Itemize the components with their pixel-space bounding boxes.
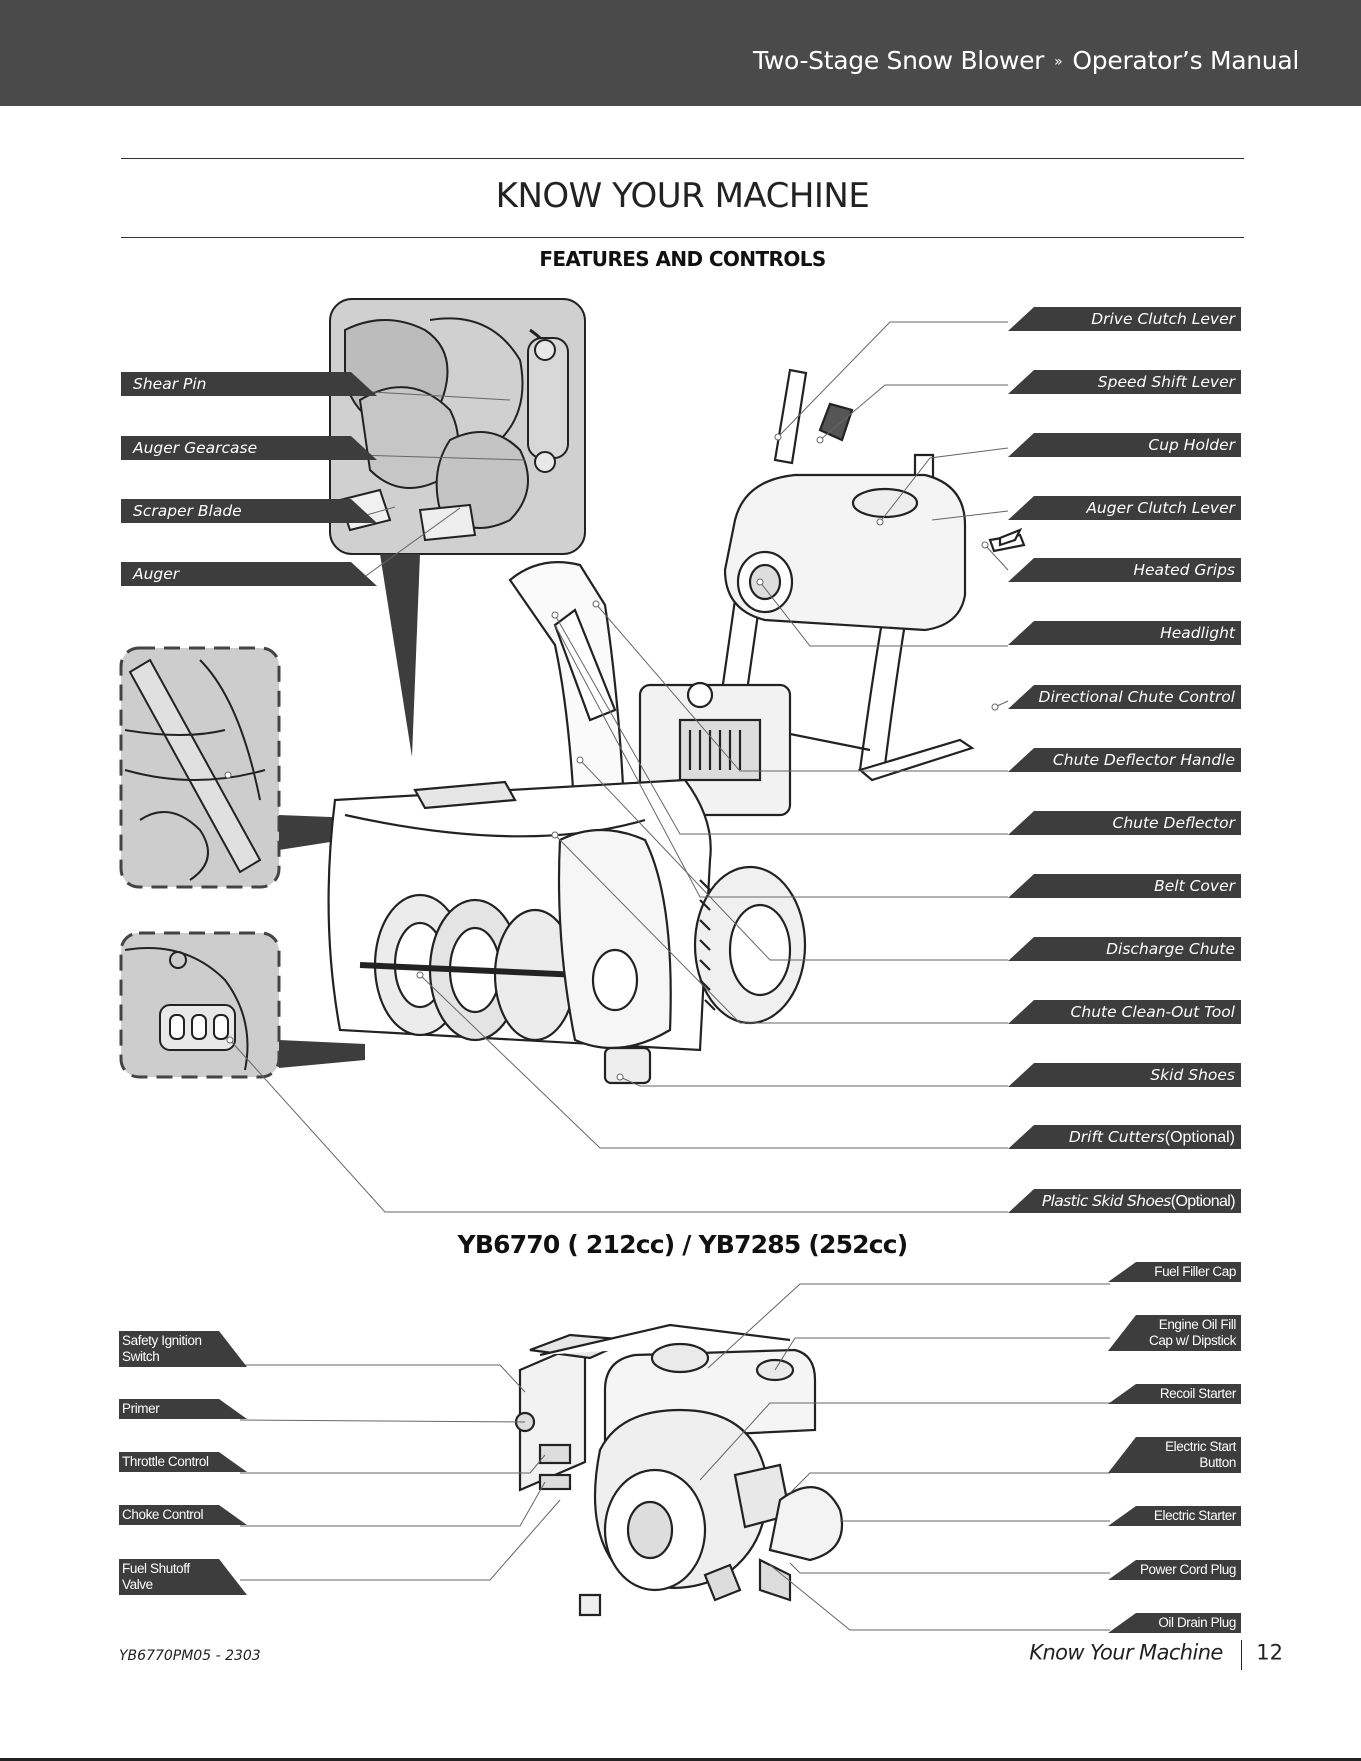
engine-label-primer: Primer	[119, 1399, 247, 1419]
subsection-title: FEATURES AND CONTROLS	[539, 247, 826, 271]
label-chute-deflector: Chute Deflector	[1008, 811, 1241, 835]
engine-label-safety-ignition-line2: Switch	[122, 1349, 160, 1364]
engine-label-fuel-filler-cap: Fuel Filler Cap	[1108, 1262, 1241, 1282]
label-auger: Auger	[121, 562, 377, 586]
label-plastic-skid-shoes-optional: (Optional)	[1170, 1193, 1236, 1210]
label-drift-cutters-optional: (Optional)	[1164, 1129, 1235, 1146]
label-skid-shoes: Skid Shoes	[1008, 1063, 1241, 1087]
label-heated-grips: Heated Grips	[1008, 558, 1241, 582]
label-drive-clutch-lever: Drive Clutch Lever	[1008, 307, 1241, 331]
page-number: 12	[1256, 1640, 1283, 1665]
label-auger-clutch-lever: Auger Clutch Lever	[1008, 496, 1241, 520]
footer-section-name: Know Your Machine	[1029, 1640, 1223, 1665]
footer-section: Know Your Machine 12	[1029, 1640, 1283, 1670]
engine-label-safety-ignition-line1: Safety Ignition	[122, 1333, 202, 1348]
section-rule	[121, 237, 1244, 238]
engine-label-choke-control: Choke Control	[119, 1505, 247, 1525]
header-product: Two-Stage Snow Blower	[753, 46, 1045, 75]
top-rule	[121, 158, 1244, 159]
engine-label-safety-ignition-switch: Safety Ignition Switch	[119, 1331, 247, 1367]
label-directional-chute-control: Directional Chute Control	[1008, 685, 1241, 709]
header-bar: Two-Stage Snow Blower » Operator’s Manual	[0, 0, 1361, 106]
engine-label-throttle-control: Throttle Control	[119, 1452, 247, 1472]
label-drift-cutters-text: Drift Cutters	[1068, 1128, 1165, 1146]
inset-pointer	[380, 554, 420, 757]
label-shear-pin: Shear Pin	[121, 372, 377, 396]
engine-label-electric-starter: Electric Starter	[1108, 1506, 1241, 1526]
engine-label-electric-start-line1: Electric Start	[1165, 1439, 1236, 1454]
label-plastic-skid-shoes: Plastic Skid Shoes(Optional)	[1008, 1189, 1241, 1213]
section-title: KNOW YOUR MACHINE	[495, 176, 870, 216]
engine-label-electric-start-button: Electric Start Button	[1108, 1437, 1241, 1473]
label-belt-cover: Belt Cover	[1008, 874, 1241, 898]
label-speed-shift-lever: Speed Shift Lever	[1008, 370, 1241, 394]
label-cup-holder: Cup Holder	[1008, 433, 1241, 457]
header-title: Two-Stage Snow Blower » Operator’s Manual	[753, 46, 1299, 75]
footer-doc-code: YB6770PM05 - 2303	[119, 1648, 261, 1664]
engine-label-oil-fill-line1: Engine Oil Fill	[1158, 1317, 1237, 1332]
engine-label-oil-drain-plug: Oil Drain Plug	[1108, 1613, 1241, 1633]
footer-divider	[1240, 1640, 1243, 1670]
label-discharge-chute: Discharge Chute	[1008, 937, 1241, 961]
engine-label-fuel-shutoff-valve: Fuel Shutoff Valve	[119, 1559, 247, 1595]
label-chute-clean-out-tool: Chute Clean-Out Tool	[1008, 1000, 1241, 1024]
label-scraper-blade: Scraper Blade	[121, 499, 377, 523]
header-manual: Operator’s Manual	[1072, 46, 1299, 75]
bottom-edge	[0, 1758, 1361, 1761]
label-chute-deflector-handle: Chute Deflector Handle	[1008, 748, 1241, 772]
model-title: YB6770 ( 212cc) / YB7285 (252cc)	[457, 1230, 909, 1259]
label-auger-gearcase: Auger Gearcase	[121, 436, 377, 460]
engine-label-power-cord-plug: Power Cord Plug	[1108, 1560, 1241, 1580]
engine-label-oil-fill-line2: Cap w/ Dipstick	[1148, 1333, 1236, 1348]
label-drift-cutters: Drift Cutters(Optional)	[1008, 1125, 1241, 1149]
engine-label-electric-start-line2: Button	[1199, 1455, 1236, 1470]
label-plastic-skid-shoes-text: Plastic Skid Shoes	[1041, 1192, 1172, 1210]
header-separator: »	[1054, 54, 1063, 70]
engine-label-recoil-starter: Recoil Starter	[1108, 1384, 1241, 1404]
label-headlight: Headlight	[1008, 621, 1241, 645]
